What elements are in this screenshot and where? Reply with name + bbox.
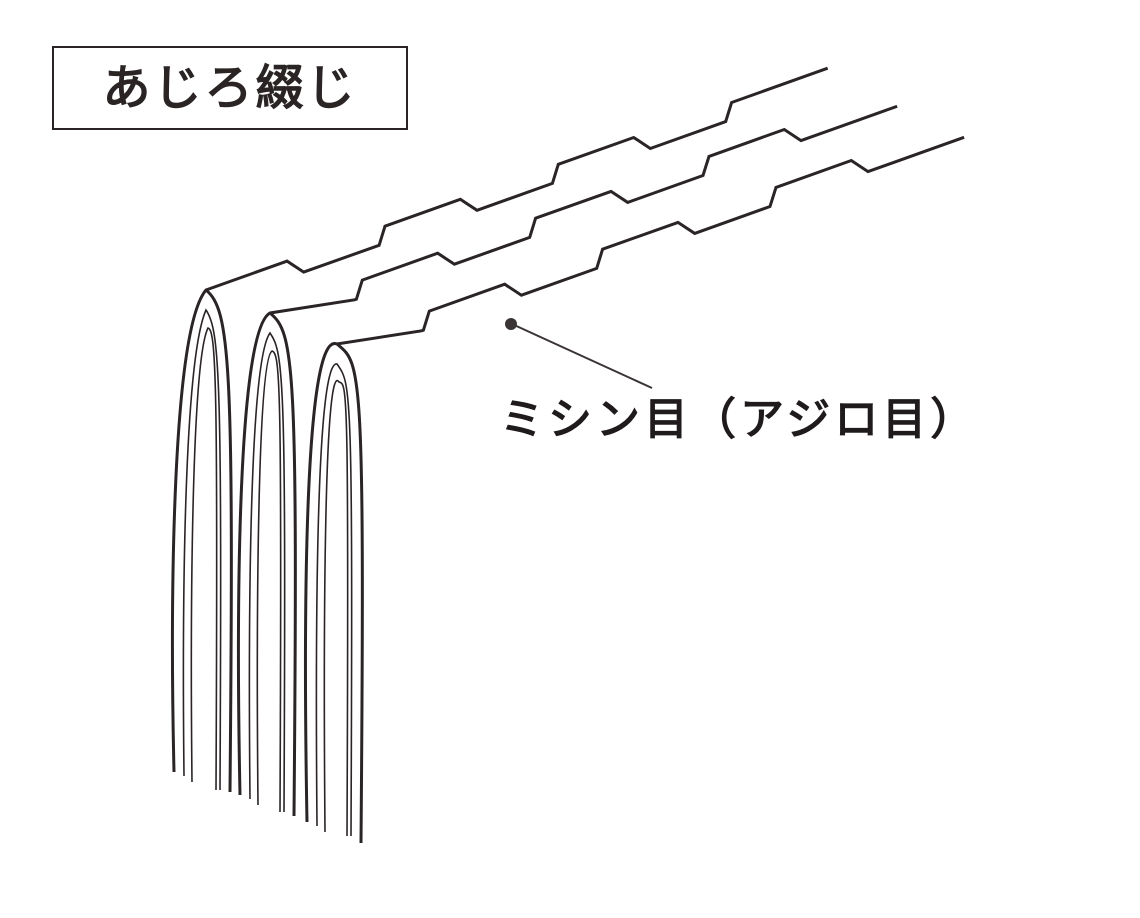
leader-line: [511, 323, 653, 389]
inner-page-line: [248, 331, 286, 813]
signature-outline: [171, 66, 829, 773]
inner-page-line: [256, 350, 282, 813]
perforation-label: ミシン目（アジロ目）: [500, 394, 979, 445]
signature-outline: [303, 135, 965, 823]
inner-page-line: [190, 327, 218, 791]
inner-page-line: [323, 379, 349, 837]
diagram-title: あじろ綴じ: [102, 60, 358, 116]
callout-leader: [505, 318, 653, 389]
spine-edge: [336, 342, 364, 844]
inner-page-line: [182, 308, 222, 791]
spine-edge: [269, 311, 297, 817]
leader-dot: [505, 318, 517, 330]
spine-edge: [205, 288, 233, 793]
title-box: あじろ綴じ: [52, 46, 408, 130]
signature-outline: [236, 104, 898, 796]
inner-page-line: [315, 363, 353, 837]
folded-signatures: [171, 66, 965, 844]
